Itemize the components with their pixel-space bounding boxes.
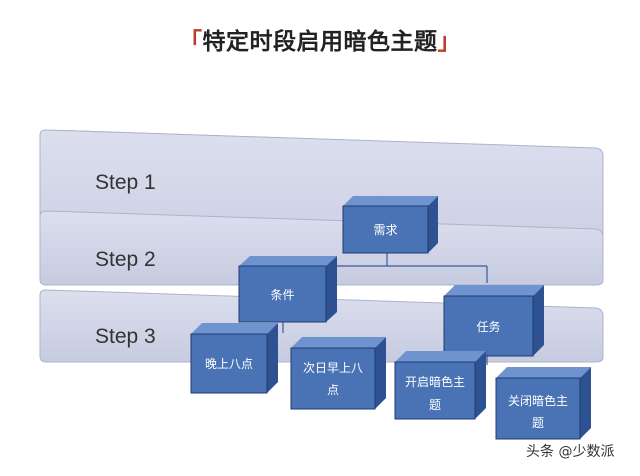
node-evening: 晚上八点: [190, 323, 278, 394]
node-disable-dark-label-2: 题: [532, 416, 544, 430]
watermark: 头条 @少数派: [526, 444, 615, 460]
node-requirement: 需求: [342, 196, 438, 254]
node-requirement-label: 需求: [373, 223, 397, 237]
node-task: 任务: [443, 285, 544, 357]
node-enable-dark-label-2: 题: [429, 398, 441, 412]
step-label-2: Step 2: [95, 248, 156, 271]
step-label-1: Step 1: [95, 171, 156, 194]
node-disable-dark: 关闭暗色主 题: [495, 367, 591, 440]
node-next-morning: 次日早上八 点: [290, 337, 386, 410]
node-condition-label: 条件: [270, 288, 294, 302]
node-condition: 条件: [238, 256, 337, 323]
step-label-3: Step 3: [95, 325, 156, 348]
page-title: 「特定时段启用暗色主题」: [179, 29, 461, 55]
node-next-morning-label-1: 次日早上八: [303, 361, 363, 375]
node-disable-dark-label-1: 关闭暗色主: [508, 393, 568, 408]
node-enable-dark: 开启暗色主 题: [394, 351, 486, 420]
node-enable-dark-label-1: 开启暗色主: [405, 374, 465, 389]
node-task-label: 任务: [476, 319, 500, 334]
node-evening-label: 晚上八点: [205, 357, 253, 371]
node-next-morning-label-2: 点: [327, 383, 339, 397]
